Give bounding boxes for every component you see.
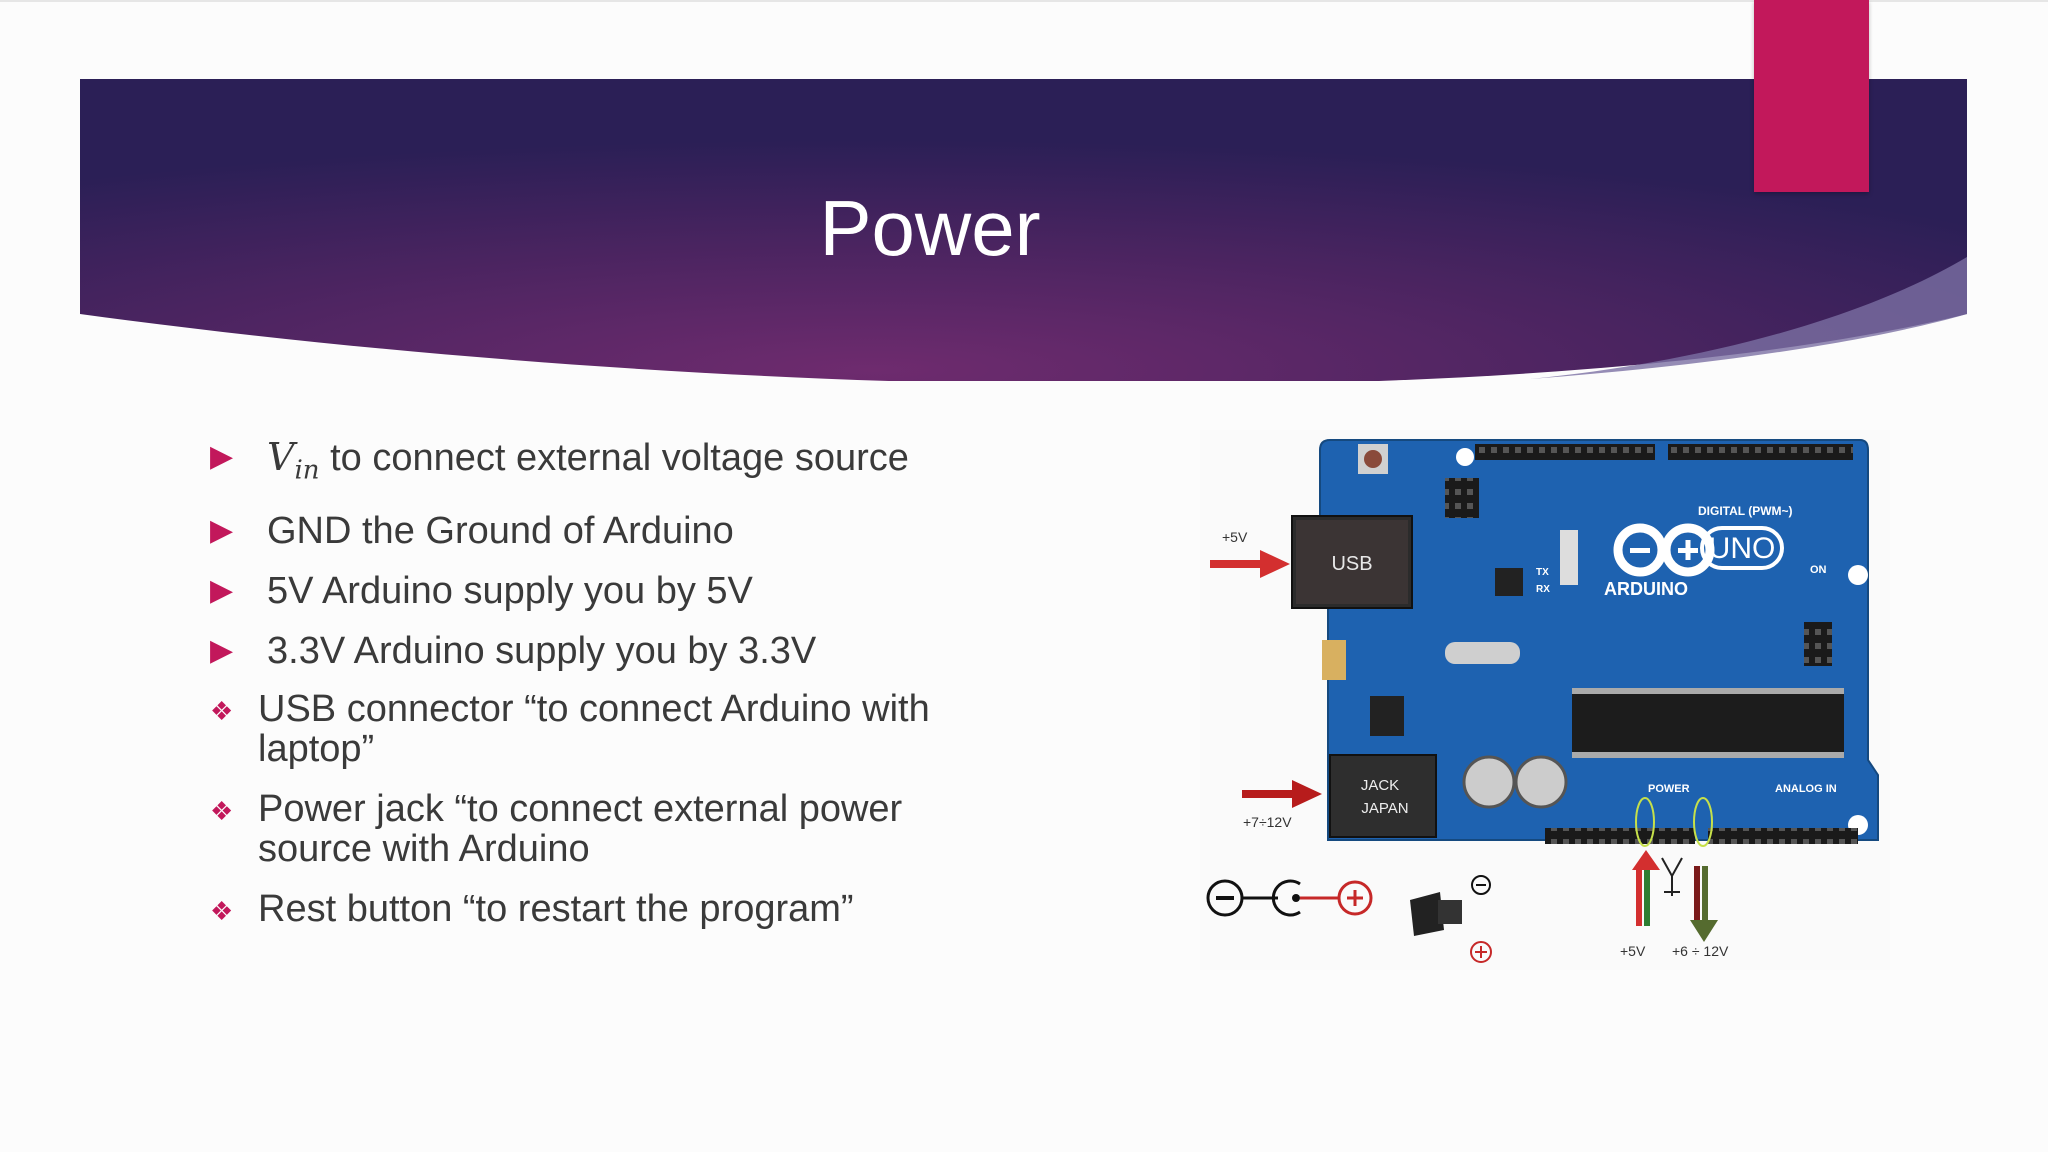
bullet-text: 5V Arduino supply you by 5V xyxy=(267,569,753,612)
bullet-usb: ❖ USB connector “to connect Arduino with… xyxy=(205,689,1025,769)
bullet-text: Rest button “to restart the program” xyxy=(258,887,854,930)
brand-label: ARDUINO xyxy=(1604,579,1688,599)
bullet-vin: ▶ Vin to connect external voltage source xyxy=(205,435,1025,493)
bullet-list: ▶ Vin to connect external voltage source… xyxy=(205,435,1025,949)
arduino-figure: USB +5V UNO ARDUINO DIGITAL (PWM~) ON TX xyxy=(1200,430,1890,970)
jack-voltage-label: +7÷12V xyxy=(1243,814,1292,830)
pin-vin-label: +6 ÷ 12V xyxy=(1672,943,1729,959)
jack-label-2: JAPAN xyxy=(1361,800,1408,817)
jack-label-1: JACK xyxy=(1361,777,1399,794)
bullet-text: to connect external voltage source xyxy=(319,437,909,479)
bullet-text: GND the Ground of Arduino xyxy=(267,509,734,552)
arduino-logo-icon xyxy=(1613,523,1715,577)
slide-title: Power xyxy=(819,184,1041,272)
barrel-plug-icon xyxy=(1410,875,1492,963)
vin-symbol: Vin xyxy=(267,435,320,486)
top-border xyxy=(0,0,2048,2)
diamond-bullet-icon: ❖ xyxy=(210,895,234,926)
triangle-bullet-icon: ▶ xyxy=(210,513,234,547)
diamond-bullet-icon: ❖ xyxy=(210,795,234,826)
arduino-board-illustration: USB +5V UNO ARDUINO DIGITAL (PWM~) ON TX xyxy=(1206,439,1879,963)
bullet-text: 3.3V Arduino supply you by 3.3V xyxy=(267,629,817,672)
analog-header-label: ANALOG IN xyxy=(1775,783,1837,795)
bullet-text: Power jack “to connect external power so… xyxy=(258,787,903,870)
polarity-symbol xyxy=(1206,879,1373,917)
bullet-gnd: ▶ GND the Ground of Arduino xyxy=(205,509,1025,553)
triangle-bullet-icon: ▶ xyxy=(210,573,234,607)
power-header-label: POWER xyxy=(1648,783,1690,795)
bullet-5v: ▶ 5V Arduino supply you by 5V xyxy=(205,569,1025,613)
digital-header-label: DIGITAL (PWM~) xyxy=(1698,504,1793,518)
bullet-reset: ❖ Rest button “to restart the program” xyxy=(205,889,1025,929)
tx-label: TX xyxy=(1536,567,1549,578)
usb-voltage-label: +5V xyxy=(1222,529,1248,545)
rx-label: RX xyxy=(1536,584,1550,595)
bullet-text: USB connector “to connect Arduino with l… xyxy=(258,687,930,770)
triangle-bullet-icon: ▶ xyxy=(210,440,234,473)
uno-label: UNO xyxy=(1709,532,1776,565)
bullet-power-jack: ❖ Power jack “to connect external power … xyxy=(205,789,1025,869)
triangle-bullet-icon: ▶ xyxy=(210,633,234,667)
usb-label: USB xyxy=(1331,553,1372,575)
title-banner xyxy=(80,79,1967,381)
accent-tab xyxy=(1754,0,1869,192)
diamond-bullet-icon: ❖ xyxy=(210,695,234,726)
on-led-label: ON xyxy=(1810,564,1827,576)
pin-5v-label: +5V xyxy=(1620,943,1646,959)
bullet-3v3: ▶ 3.3V Arduino supply you by 3.3V xyxy=(205,629,1025,673)
